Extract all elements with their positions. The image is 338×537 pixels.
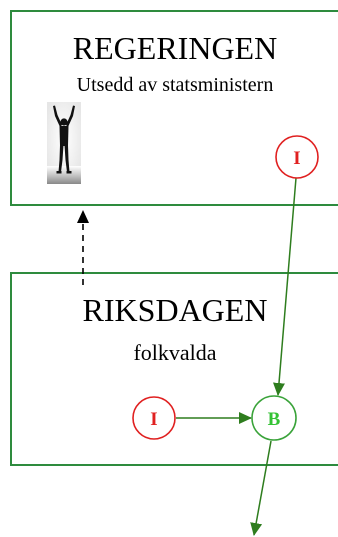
arrow-i-top-to-b bbox=[273, 177, 297, 396]
riksdagen-box: RIKSDAGEN folkvalda bbox=[10, 272, 338, 466]
riksdagen-subtitle: folkvalda bbox=[133, 340, 217, 365]
b-node-circle bbox=[251, 395, 297, 441]
i-node-top-label: I bbox=[293, 148, 300, 169]
b-node-label: B bbox=[268, 409, 281, 430]
regeringen-title: REGERINGEN bbox=[72, 30, 278, 66]
i-node-top-circle bbox=[275, 135, 319, 179]
person-arms-raised-icon bbox=[47, 102, 81, 184]
regeringen-box: REGERINGEN Utsedd av statsministern bbox=[10, 10, 338, 206]
i-node-left-label: I bbox=[150, 409, 157, 430]
regeringen-subtitle: Utsedd av statsministern bbox=[76, 74, 274, 96]
arrow-b-down bbox=[250, 440, 272, 536]
riksdagen-title: RIKSDAGEN bbox=[82, 292, 268, 328]
i-node-left-circle bbox=[132, 396, 176, 440]
